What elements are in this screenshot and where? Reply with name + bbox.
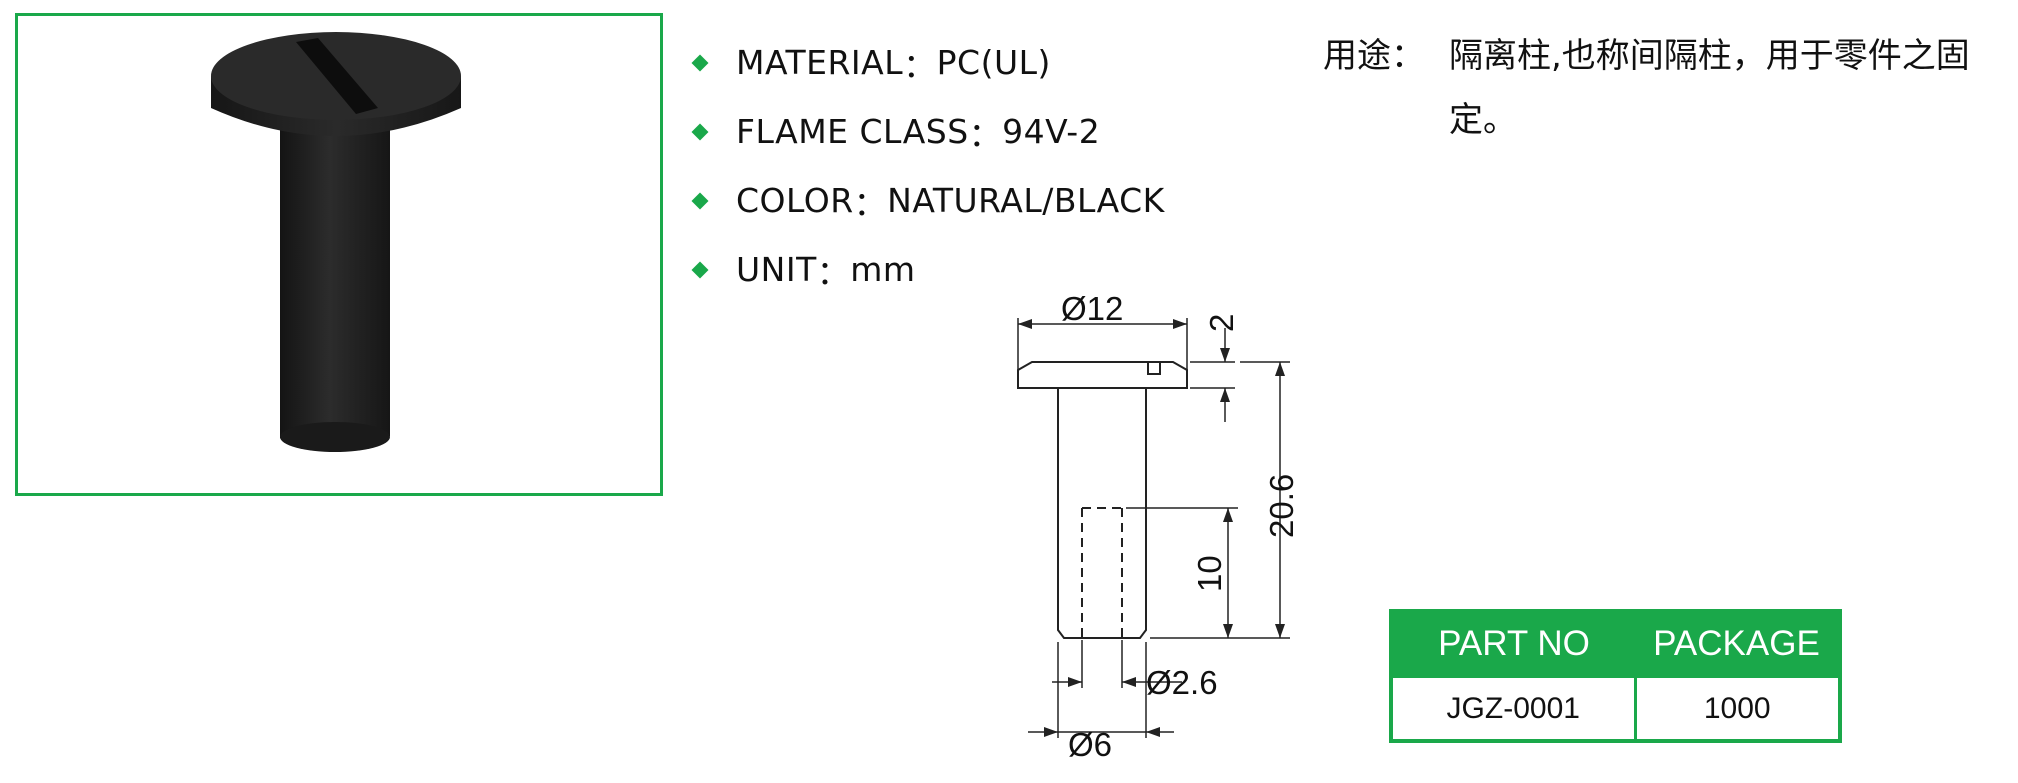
- spec-value: PC(UL): [936, 43, 1051, 82]
- spec-separator: ：: [853, 183, 888, 223]
- part-number-table: PART NO PACKAGE JGZ-0001 1000: [1389, 609, 1842, 743]
- spec-separator: ：: [816, 252, 851, 292]
- drawing-slot-outline: [1147, 362, 1161, 375]
- dim-head-diameter: Ø12: [1061, 290, 1123, 327]
- spec-row-flame-class: FLAME CLASS ： 94V-2: [690, 97, 1165, 166]
- table-header-row: PART NO PACKAGE: [1391, 611, 1840, 677]
- drawing-shaft-outline: [1057, 388, 1147, 639]
- spec-label: COLOR: [736, 181, 854, 220]
- usage-text: 隔离柱,也称间隔柱，用于零件之固定。: [1449, 36, 1970, 140]
- table-header-package: PACKAGE: [1635, 611, 1840, 677]
- diamond-bullet-icon: [691, 54, 709, 71]
- spec-separator: ：: [968, 114, 1003, 154]
- table-cell-package: 1000: [1633, 675, 1842, 743]
- table-row: JGZ-0001 1000: [1389, 675, 1842, 743]
- drawing-head-outline: [1017, 361, 1188, 389]
- product-photo: [211, 32, 461, 452]
- dimension-arrows: [1018, 319, 1285, 737]
- spec-row-unit: UNIT ： mm: [690, 235, 1165, 304]
- diamond-bullet-icon: [691, 261, 709, 278]
- spec-label: MATERIAL: [736, 43, 904, 82]
- dim-shaft-diameter: Ø6: [1068, 726, 1112, 760]
- product-photo-frame: [15, 13, 663, 496]
- dim-total-length: 20.6: [1263, 474, 1300, 538]
- spec-row-color: COLOR ： NATURAL/BLACK: [690, 166, 1165, 235]
- spec-value: NATURAL/BLACK: [887, 181, 1165, 220]
- diamond-bullet-icon: [691, 192, 709, 209]
- usage-label: 用途：: [1323, 36, 1425, 76]
- table-header-part-no: PART NO: [1391, 611, 1635, 677]
- dim-hole-depth: 10: [1191, 555, 1228, 592]
- drawing-hidden-hole: [1081, 507, 1123, 638]
- spec-label: FLAME CLASS: [736, 112, 969, 151]
- spec-list: MATERIAL ： PC(UL) FLAME CLASS ： 94V-2 CO…: [690, 28, 1165, 304]
- spec-value: 94V-2: [1002, 112, 1101, 151]
- spec-label: UNIT: [736, 250, 817, 289]
- dim-head-height: 2: [1203, 314, 1240, 332]
- spec-value: mm: [850, 250, 916, 289]
- dim-hole-diameter: Ø2.6: [1146, 664, 1218, 701]
- table-cell-part-no: JGZ-0001: [1389, 675, 1637, 743]
- technical-drawing: Ø12 2 20.6 10 Ø2.6 Ø6: [1017, 290, 1300, 760]
- spec-row-material: MATERIAL ： PC(UL): [690, 28, 1165, 97]
- spec-separator: ：: [903, 45, 937, 85]
- diamond-bullet-icon: [691, 123, 709, 140]
